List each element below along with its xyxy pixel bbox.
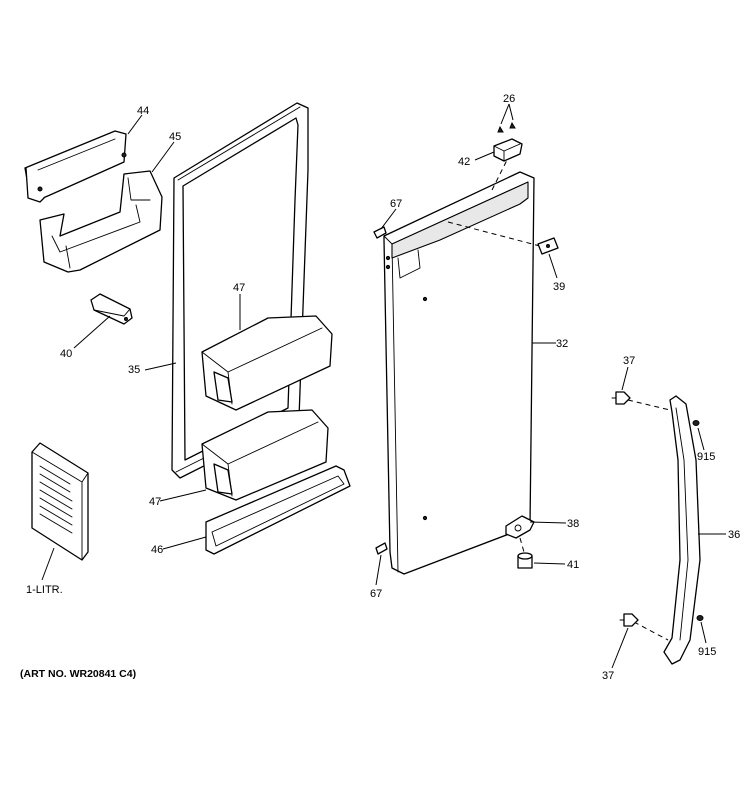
label-915-lower: 915 — [698, 646, 716, 658]
label-37-upper: 37 — [623, 355, 635, 367]
dairy-bin-part-44-45 — [24, 130, 163, 273]
label-1-litr: 1-LITR. — [26, 584, 63, 596]
label-42: 42 — [458, 156, 470, 168]
label-37-lower: 37 — [602, 670, 614, 682]
plug-upper-part-915 — [692, 420, 700, 426]
label-67-upper: 67 — [390, 198, 402, 210]
plug-lower-part-915 — [696, 615, 704, 621]
bushing-part-41 — [517, 537, 533, 569]
door-bin-lower-part-47 — [201, 409, 329, 501]
label-38: 38 — [567, 518, 579, 530]
screw-upper-part-37 — [611, 391, 631, 405]
label-40: 40 — [60, 348, 72, 360]
label-915-upper: 915 — [697, 451, 715, 463]
door-rail-part-46 — [205, 465, 351, 555]
label-46: 46 — [151, 544, 163, 556]
art-number: (ART NO. WR20841 C4) — [20, 668, 136, 680]
leader-lines — [41, 103, 726, 669]
label-39: 39 — [553, 281, 565, 293]
label-67-lower: 67 — [370, 588, 382, 600]
label-36: 36 — [728, 529, 740, 541]
label-32: 32 — [556, 338, 568, 350]
door-bin-upper-part-47 — [201, 315, 333, 411]
hinge-part-42 — [493, 138, 523, 162]
bottom-hinge-part-38 — [505, 515, 535, 539]
label-45: 45 — [169, 131, 181, 143]
part-40 — [90, 293, 133, 325]
label-26: 26 — [503, 93, 515, 105]
fresh-food-door-part-32 — [383, 149, 541, 575]
label-35: 35 — [128, 364, 140, 376]
door-handle-part-36 — [627, 395, 701, 665]
screw-lower-part-67 — [375, 542, 388, 555]
part-39 — [537, 237, 559, 255]
label-41: 41 — [567, 559, 579, 571]
screws-part-26 — [497, 121, 516, 133]
label-44: 44 — [137, 105, 149, 117]
screw-lower-part-37 — [619, 613, 639, 627]
label-47-upper: 47 — [233, 282, 245, 294]
label-47-lower: 47 — [149, 496, 161, 508]
literature-1-litr — [31, 442, 89, 561]
